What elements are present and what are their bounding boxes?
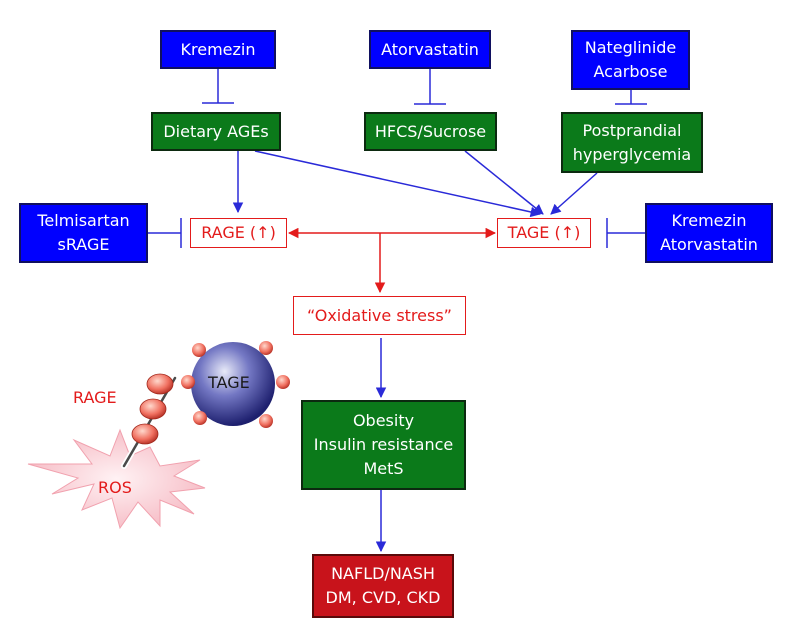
drug-atorvastatin-side-line: Atorvastatin — [660, 235, 758, 254]
outcome-diseases: NAFLD/NASH DM, CVD, CKD — [312, 554, 454, 618]
drug-acarbose-line: Acarbose — [593, 62, 668, 81]
outcome-mets-line: MetS — [363, 459, 404, 478]
inhibit-nateglinide-postprandial — [615, 90, 647, 105]
tage-ligand-shape — [181, 341, 290, 428]
outcome-insulin-resistance-line: Insulin resistance — [313, 435, 454, 454]
arrow-dietary-to-tage — [254, 150, 542, 218]
illustration-rage-label: RAGE — [73, 388, 117, 407]
drug-atorvastatin-top: Atorvastatin — [369, 30, 491, 69]
outcome-nafld-nash-line: NAFLD/NASH — [331, 564, 435, 583]
inhibit-atorvastatin-hfcs — [414, 69, 446, 105]
mediator-tage-label: TAGE (↑) — [507, 223, 581, 242]
arrow-hfcs-to-tage — [464, 150, 544, 215]
rage-receptor-shape — [121, 373, 178, 469]
inhibit-kremezin-tage — [606, 218, 645, 248]
outcome-metabolic: Obesity Insulin resistance MetS — [301, 400, 466, 490]
source-hfcs-sucrose: HFCS/Sucrose — [364, 112, 497, 151]
mediator-oxidative-stress: “Oxidative stress” — [293, 296, 466, 335]
arrow-postprandial-to-tage — [550, 172, 598, 215]
mediator-rage-label: RAGE (↑) — [201, 223, 276, 242]
source-hfcs-sucrose-line1: HFCS/Sucrose — [374, 121, 487, 141]
ros-burst-shape — [27, 428, 206, 530]
inhibit-telmisartan-rage — [148, 218, 182, 248]
illustration-ros-label: ROS — [98, 478, 132, 497]
mediator-tage: TAGE (↑) — [497, 218, 591, 248]
source-dietary-ages: Dietary AGEs — [151, 112, 281, 151]
drug-kremezin-top-line1: Kremezin — [180, 39, 256, 59]
outcome-dm-cvd-ckd-line: DM, CVD, CKD — [325, 588, 441, 607]
mediator-oxidative-stress-label: “Oxidative stress” — [307, 305, 452, 325]
source-postprandial-hyperglycemia: Postprandial hyperglycemia — [561, 112, 703, 173]
drug-kremezin-side-line: Kremezin — [671, 211, 747, 230]
mediator-rage: RAGE (↑) — [190, 218, 287, 248]
drug-nateglinide-line: Nateglinide — [584, 38, 677, 57]
source-postprandial-line1: Postprandial — [582, 120, 682, 140]
drug-kremezin-top: Kremezin — [160, 30, 276, 69]
drug-telmisartan-line: Telmisartan — [37, 211, 130, 230]
drug-srage-line: sRAGE — [57, 235, 110, 254]
drug-telmisartan-srage: Telmisartan sRAGE — [19, 203, 148, 263]
inhibit-kremezin-dietary — [202, 69, 234, 104]
drug-atorvastatin-top-line1: Atorvastatin — [381, 39, 479, 59]
drug-nateglinide-acarbose: Nateglinide Acarbose — [571, 30, 690, 90]
drug-kremezin-atorvastatin: Kremezin Atorvastatin — [645, 203, 773, 263]
illustration-tage-label: TAGE — [208, 373, 250, 392]
source-postprandial-line2: hyperglycemia — [572, 144, 692, 164]
source-dietary-ages-line1: Dietary AGEs — [163, 121, 269, 141]
outcome-obesity-line: Obesity — [352, 411, 415, 430]
